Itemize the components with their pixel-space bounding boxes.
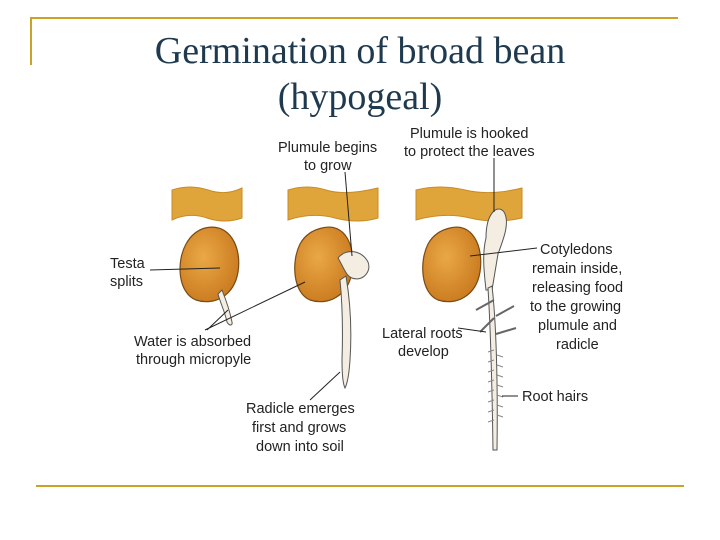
leader-radicle bbox=[309, 371, 341, 401]
label-root-hairs: Root hairs bbox=[522, 389, 588, 405]
leader-testa bbox=[149, 267, 221, 271]
label-testa-splits: Testa splits bbox=[110, 256, 146, 290]
label-line: Cotyledons bbox=[540, 242, 613, 258]
label-line: Radicle emerges bbox=[246, 401, 355, 417]
label-line: Plumule begins bbox=[278, 140, 377, 156]
label-plumule-begins: Plumule begins to grow bbox=[278, 140, 377, 174]
frame-left-rule bbox=[30, 17, 32, 65]
label-line: to protect the leaves bbox=[404, 144, 535, 160]
seed-stage-1 bbox=[179, 226, 240, 326]
soil-strip-2 bbox=[287, 186, 379, 222]
label-line: releasing food bbox=[532, 280, 623, 296]
seed-stage-2 bbox=[294, 226, 370, 390]
label-line: splits bbox=[110, 274, 143, 290]
leader-cotyledons bbox=[469, 247, 538, 257]
label-line: Plumule is hooked bbox=[410, 126, 529, 142]
label-line: Testa bbox=[110, 256, 146, 272]
label-cotyledons: Cotyledons remain inside, releasing food… bbox=[530, 242, 623, 353]
label-line: to the growing bbox=[530, 299, 621, 315]
label-line: remain inside, bbox=[532, 261, 622, 277]
label-line: Lateral roots bbox=[382, 326, 463, 342]
label-radicle-emerges: Radicle emerges first and grows down int… bbox=[246, 401, 355, 455]
label-line: down into soil bbox=[256, 439, 344, 455]
title-line-2: (hypogeal) bbox=[277, 76, 443, 118]
label-line: to grow bbox=[304, 158, 352, 174]
label-water-absorbed: Water is absorbed through micropyle bbox=[134, 334, 251, 368]
leader-lines bbox=[149, 158, 538, 401]
label-line: plumule and bbox=[538, 318, 617, 334]
label-line: radicle bbox=[556, 337, 599, 353]
label-line: Water is absorbed bbox=[134, 334, 251, 350]
label-line: through micropyle bbox=[136, 352, 251, 368]
label-lateral-roots: Lateral roots develop bbox=[382, 326, 463, 360]
leader-plumule-begins bbox=[344, 171, 353, 257]
leader-water-2 bbox=[206, 309, 229, 331]
frame-top-rule bbox=[30, 17, 678, 19]
title-line-1: Germination of broad bean bbox=[154, 30, 566, 72]
slide-title: Germination of broad bean (hypogeal) bbox=[60, 28, 660, 120]
frame-bottom-rule bbox=[36, 485, 684, 487]
leader-lateral-roots bbox=[457, 327, 487, 333]
leader-water bbox=[204, 281, 306, 331]
label-plumule-hooked: Plumule is hooked to protect the leaves bbox=[404, 126, 535, 160]
soil-strip-1 bbox=[171, 186, 243, 222]
label-line: Root hairs bbox=[522, 389, 588, 405]
label-line: develop bbox=[398, 344, 449, 360]
label-line: first and grows bbox=[252, 420, 346, 436]
